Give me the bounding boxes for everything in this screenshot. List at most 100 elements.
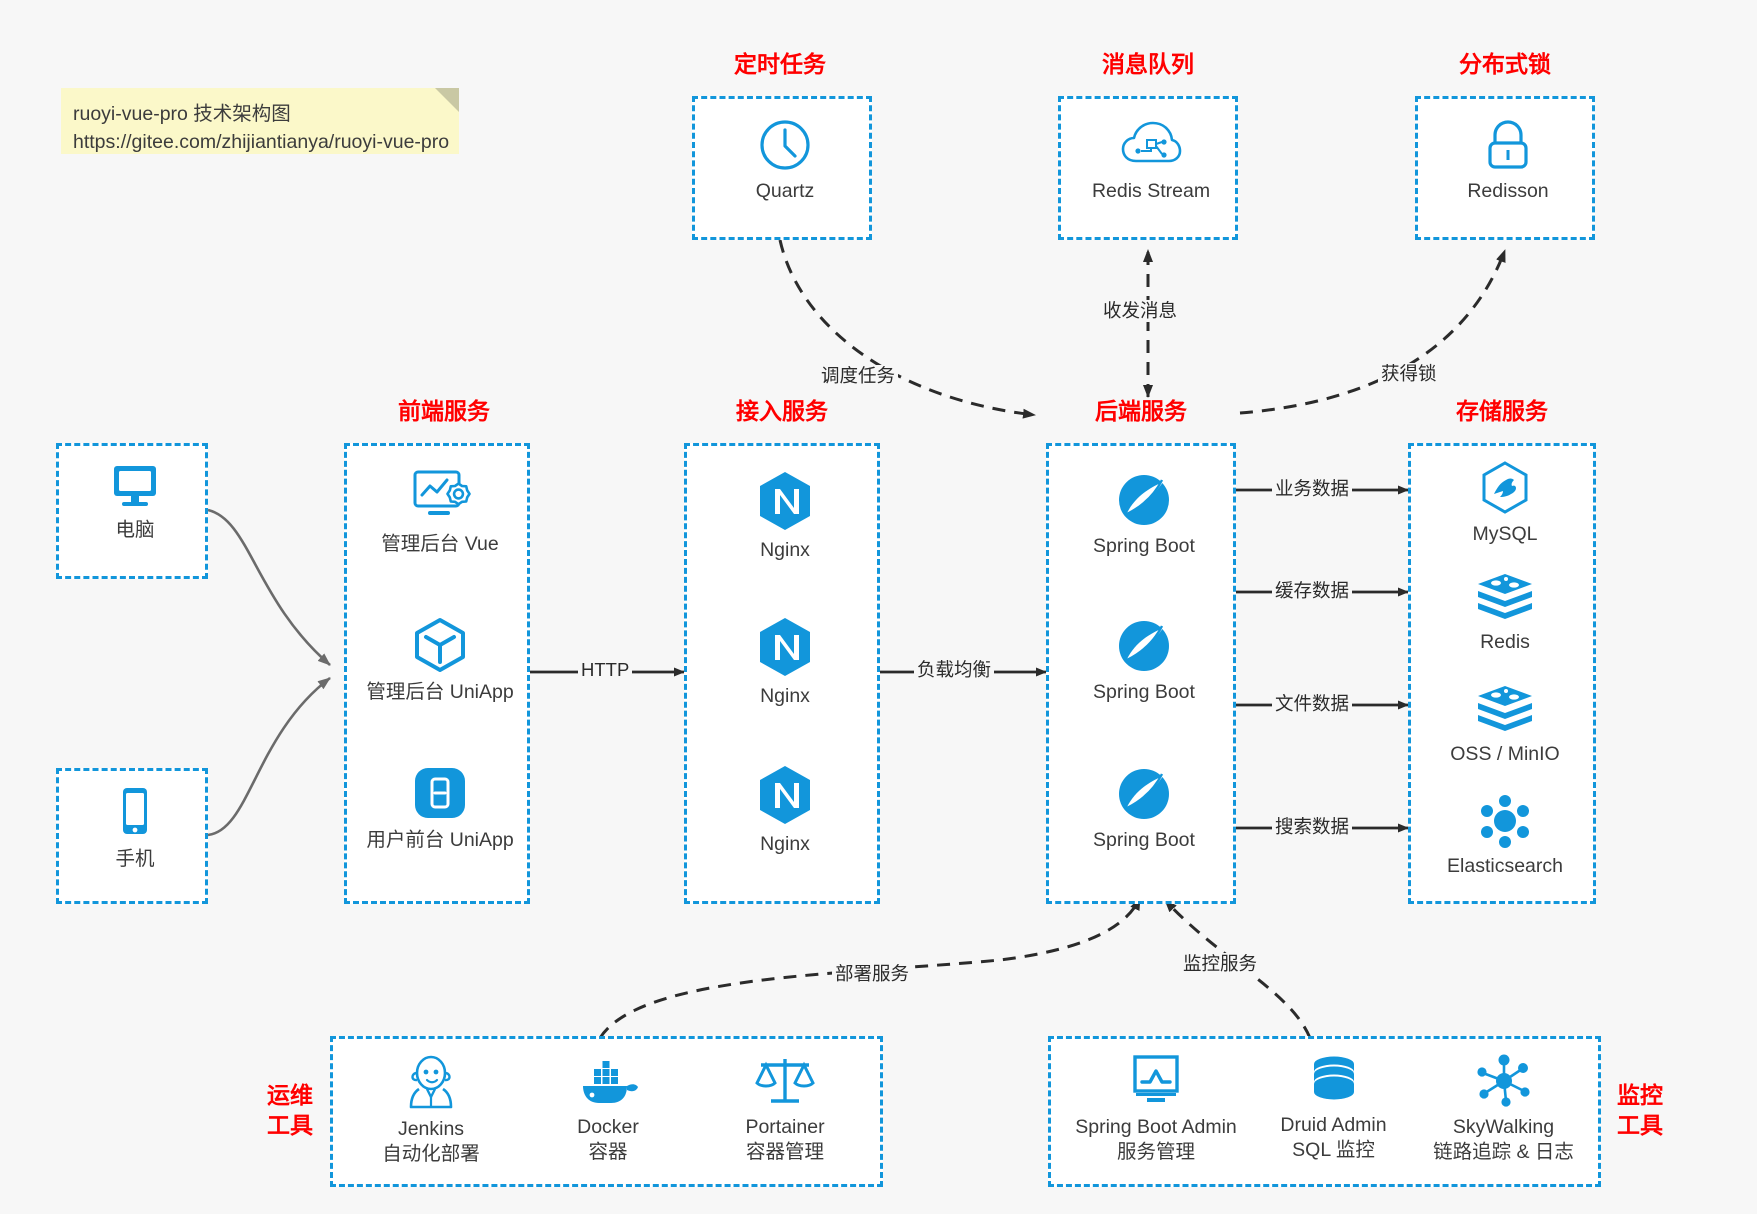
node-desktop[interactable]: 电脑 bbox=[59, 462, 211, 543]
node-label: Jenkins bbox=[397, 1118, 465, 1140]
edge-label-schedule-task: 调度任务 bbox=[818, 365, 899, 387]
group-message-queue: Redis Stream bbox=[1058, 96, 1238, 240]
monitor-chart-icon bbox=[1133, 1055, 1179, 1102]
node-label: Portainer bbox=[745, 1116, 825, 1138]
elasticsearch-icon bbox=[1481, 795, 1529, 848]
mobile-app-icon bbox=[415, 768, 465, 818]
database-icon bbox=[1313, 1056, 1354, 1100]
node-label: Quartz bbox=[755, 180, 815, 202]
group-title-scheduler: 定时任务 bbox=[734, 51, 826, 77]
node-sublabel: SQL 监控 bbox=[1292, 1139, 1375, 1161]
node-label: Redis Stream bbox=[1091, 180, 1211, 202]
node-label: Spring Boot bbox=[1093, 829, 1195, 851]
node-spring-boot-2[interactable]: Spring Boot bbox=[1049, 616, 1239, 705]
edge-label-http: HTTP bbox=[578, 659, 633, 681]
node-redisson[interactable]: Redisson bbox=[1418, 117, 1598, 204]
docker-whale-icon bbox=[583, 1061, 638, 1103]
edge-label-load-balance: 负载均衡 bbox=[914, 659, 995, 681]
spring-boot-icon bbox=[1119, 769, 1169, 819]
node-quartz[interactable]: Quartz bbox=[695, 117, 875, 204]
node-label: 管理后台 UniApp bbox=[366, 681, 514, 703]
object-storage-icon bbox=[1478, 686, 1532, 731]
redis-icon bbox=[1478, 574, 1532, 619]
network-nodes-icon bbox=[1476, 1054, 1530, 1107]
nginx-icon bbox=[760, 766, 810, 824]
node-sublabel: 容器管理 bbox=[745, 1141, 824, 1163]
edge-label-deploy-service: 部署服务 bbox=[832, 963, 913, 985]
group-storage: MySQL Redis OSS / MinIO bbox=[1408, 443, 1596, 904]
node-label: Spring Boot bbox=[1093, 681, 1195, 703]
node-elasticsearch[interactable]: Elasticsearch bbox=[1411, 794, 1599, 879]
group-client-desktop: 电脑 bbox=[56, 443, 208, 579]
node-label: Spring Boot bbox=[1093, 535, 1195, 557]
padlock-icon bbox=[1488, 120, 1528, 169]
group-title-devops: 运维 工具 bbox=[255, 1080, 325, 1140]
edge-label-cache-data: 缓存数据 bbox=[1272, 580, 1353, 602]
group-title-access: 接入服务 bbox=[736, 398, 828, 424]
node-sublabel: 自动化部署 bbox=[382, 1143, 480, 1165]
node-sublabel: 容器 bbox=[588, 1141, 628, 1163]
group-distributed-lock: Redisson bbox=[1415, 96, 1595, 240]
mobile-phone-icon bbox=[123, 788, 147, 834]
node-label: Redis bbox=[1480, 631, 1530, 653]
jenkins-icon bbox=[409, 1055, 453, 1109]
group-title-backend: 后端服务 bbox=[1095, 398, 1187, 424]
node-label: Druid Admin bbox=[1280, 1114, 1387, 1136]
node-portainer[interactable]: Portainer 容器管理 bbox=[705, 1053, 865, 1165]
note-url: https://gitee.com/zhijiantianya/ruoyi-vu… bbox=[73, 131, 450, 153]
node-nginx-3[interactable]: Nginx bbox=[687, 764, 883, 857]
node-jenkins[interactable]: Jenkins 自动化部署 bbox=[351, 1053, 511, 1167]
node-oss-minio[interactable]: OSS / MinIO bbox=[1411, 684, 1599, 767]
group-monitoring: Spring Boot Admin 服务管理 Druid Admin SQL 监… bbox=[1048, 1036, 1601, 1187]
edge-label-business-data: 业务数据 bbox=[1272, 478, 1353, 500]
node-mobile[interactable]: 手机 bbox=[59, 785, 211, 872]
group-title-devops-line1: 运维 bbox=[267, 1082, 313, 1108]
desktop-computer-icon bbox=[114, 466, 156, 506]
clock-icon bbox=[760, 120, 810, 170]
node-label: Nginx bbox=[760, 833, 810, 855]
group-title-devops-line2: 工具 bbox=[267, 1112, 313, 1138]
node-druid-admin[interactable]: Druid Admin SQL 监控 bbox=[1251, 1055, 1416, 1163]
group-title-distributed-lock: 分布式锁 bbox=[1459, 51, 1551, 77]
node-redis[interactable]: Redis bbox=[1411, 572, 1599, 655]
group-title-message-queue: 消息队列 bbox=[1102, 51, 1194, 77]
node-label: Nginx bbox=[760, 685, 810, 707]
node-label: 用户前台 UniApp bbox=[366, 829, 514, 851]
group-access: Nginx Nginx Nginx bbox=[684, 443, 880, 904]
node-label: Spring Boot Admin bbox=[1075, 1116, 1237, 1138]
group-title-monitoring: 监控 工具 bbox=[1605, 1080, 1675, 1140]
node-spring-boot-3[interactable]: Spring Boot bbox=[1049, 764, 1239, 853]
group-devops: Jenkins 自动化部署 Docker 容器 bbox=[330, 1036, 883, 1187]
node-sublabel: 链路追踪 & 日志 bbox=[1433, 1141, 1574, 1163]
node-docker[interactable]: Docker 容器 bbox=[528, 1057, 688, 1165]
note-fold-corner bbox=[435, 88, 459, 112]
node-sublabel: 服务管理 bbox=[1116, 1141, 1195, 1163]
note-title: ruoyi-vue-pro 技术架构图 bbox=[73, 103, 291, 125]
node-admin-uniapp[interactable]: 管理后台 UniApp bbox=[347, 616, 533, 705]
node-spring-boot-1[interactable]: Spring Boot bbox=[1049, 470, 1239, 559]
node-redis-stream[interactable]: Redis Stream bbox=[1061, 117, 1241, 204]
node-label: Elasticsearch bbox=[1447, 855, 1563, 877]
scales-icon bbox=[755, 1059, 815, 1103]
node-nginx-1[interactable]: Nginx bbox=[687, 470, 883, 563]
cube-icon bbox=[415, 618, 465, 672]
node-skywalking[interactable]: SkyWalking 链路追踪 & 日志 bbox=[1406, 1053, 1601, 1165]
node-spring-boot-admin[interactable]: Spring Boot Admin 服务管理 bbox=[1061, 1053, 1251, 1165]
mysql-icon bbox=[1482, 461, 1528, 514]
group-frontend: 管理后台 Vue 管理后台 UniApp 用户前台 UniApp bbox=[344, 443, 530, 904]
node-label: Redisson bbox=[1467, 180, 1549, 202]
sticky-note: ruoyi-vue-pro 技术架构图 https://gitee.com/zh… bbox=[61, 88, 459, 154]
node-admin-vue[interactable]: 管理后台 Vue bbox=[347, 468, 533, 557]
group-client-mobile: 手机 bbox=[56, 768, 208, 904]
group-scheduler: Quartz bbox=[692, 96, 872, 240]
node-label: OSS / MinIO bbox=[1450, 743, 1560, 765]
edge-label-monitor-service: 监控服务 bbox=[1180, 953, 1261, 975]
node-nginx-2[interactable]: Nginx bbox=[687, 616, 883, 709]
spring-boot-icon bbox=[1119, 475, 1169, 525]
node-mysql[interactable]: MySQL bbox=[1411, 460, 1599, 547]
group-title-monitoring-line2: 工具 bbox=[1617, 1112, 1663, 1138]
node-user-uniapp[interactable]: 用户前台 UniApp bbox=[347, 764, 533, 853]
edge-label-search-data: 搜索数据 bbox=[1272, 816, 1353, 838]
nginx-icon bbox=[760, 618, 810, 676]
